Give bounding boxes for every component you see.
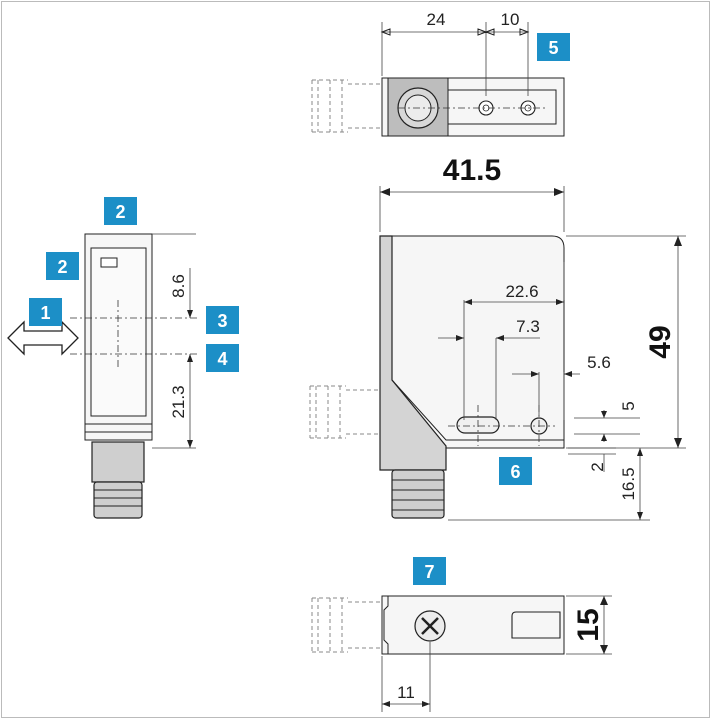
callout-5: 5 xyxy=(537,33,570,61)
dim-8-6: 8.6 xyxy=(169,274,188,298)
callout-4-box xyxy=(206,344,239,372)
front-connector-knurl xyxy=(392,479,444,511)
dim-2-line xyxy=(568,447,616,472)
callout-4: 4 xyxy=(206,344,239,372)
dim-21-3: 21.3 xyxy=(169,385,188,418)
callout-6-label: 6 xyxy=(510,462,520,482)
dim-5: 5 xyxy=(619,401,638,410)
front-width-ext xyxy=(379,186,565,232)
dim-5-line xyxy=(574,410,640,442)
callout-1-label: 1 xyxy=(40,303,50,323)
bottom-step xyxy=(383,596,389,654)
callout-3-box xyxy=(206,306,239,334)
top-dim-arrows xyxy=(380,28,530,36)
callout-2-top: 2 xyxy=(104,197,137,225)
dim-7-3: 7.3 xyxy=(516,317,540,336)
callout-5-box xyxy=(537,33,570,61)
dim-11: 11 xyxy=(397,683,415,702)
callout-4-label: 4 xyxy=(217,349,227,369)
dim-5-arrows xyxy=(601,411,607,441)
top-view: 24 10 xyxy=(311,10,565,137)
callout-2-side-box xyxy=(46,252,79,280)
side-connector-knurl xyxy=(94,489,142,507)
dim-16-5-line xyxy=(448,448,650,521)
dim-22-6: 22.6 xyxy=(505,282,538,301)
dim-49: 49 xyxy=(644,325,677,358)
callout-6: 6 xyxy=(499,457,532,485)
side-bottom-lines xyxy=(85,423,152,433)
front-side-shade xyxy=(379,235,447,471)
callout-7-box xyxy=(413,557,446,585)
dim-22-6-ext xyxy=(463,262,565,420)
callout-7-label: 7 xyxy=(424,562,434,582)
side-view: 8.6 21.3 xyxy=(7,233,200,519)
callout-3: 3 xyxy=(206,306,239,334)
ghost-connector-top xyxy=(311,79,387,133)
dim-2: 2 xyxy=(588,462,607,471)
ghost-connector-front xyxy=(309,385,382,439)
callout-2-top-box xyxy=(104,197,137,225)
dim-41-5: 41.5 xyxy=(443,154,501,187)
dim-5-6: 5.6 xyxy=(587,353,611,372)
callout-1-box xyxy=(29,298,62,326)
callout-5-label: 5 xyxy=(548,38,558,58)
callout-6-box xyxy=(499,457,532,485)
dim-5-6-line xyxy=(512,372,580,420)
dim-8-6-arrow xyxy=(187,310,193,318)
dim-16-5-arrows xyxy=(637,448,643,520)
dim-top-24: 24 xyxy=(427,10,446,29)
callout-1: 1 xyxy=(29,298,62,326)
side-led xyxy=(100,257,118,268)
dim-15: 15 xyxy=(572,608,605,641)
callout-2-side: 2 xyxy=(46,252,79,280)
callout-2-top-label: 2 xyxy=(115,202,125,222)
side-neck xyxy=(91,441,145,483)
side-connector xyxy=(93,481,143,519)
bottom-notch xyxy=(511,611,561,639)
dim-15-line xyxy=(566,595,612,655)
dim-8-6-line xyxy=(152,233,196,318)
front-bevel xyxy=(391,379,564,441)
front-view: 41.5 22.6 7.3 5.6 49 xyxy=(309,154,686,521)
callout-7: 7 xyxy=(413,557,446,585)
dim-top-10: 10 xyxy=(501,10,520,29)
callout-3-label: 3 xyxy=(217,311,227,331)
top-rail xyxy=(448,89,557,125)
screw-cross xyxy=(421,617,439,635)
top-ext-lines xyxy=(381,22,529,96)
bottom-view: 15 11 xyxy=(311,595,612,712)
callout-2-side-label: 2 xyxy=(57,257,67,277)
dim-21-3-line xyxy=(152,354,196,449)
ghost-connector-bottom xyxy=(311,597,384,653)
side-lens-window xyxy=(90,247,147,417)
dim-16-5: 16.5 xyxy=(619,467,638,500)
front-connector xyxy=(391,469,445,519)
double-arrow-icon xyxy=(7,320,79,356)
